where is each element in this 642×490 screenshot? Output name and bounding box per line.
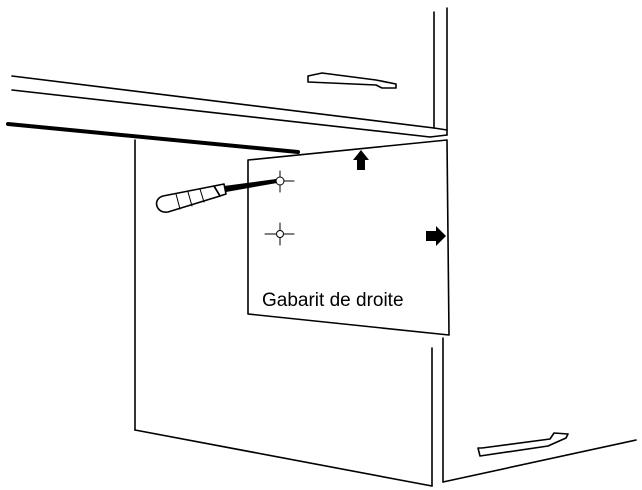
- lower-handle: [477, 432, 569, 457]
- arrow-right-icon: [426, 226, 446, 246]
- cabinet-side-panel: [134, 139, 637, 487]
- right-template-sheet: [247, 139, 450, 336]
- screwdriver-icon: [155, 179, 277, 213]
- crosshair-mark-bottom: [264, 222, 295, 246]
- arrow-up-icon: [353, 150, 369, 170]
- template-label: Gabarit de droite: [262, 290, 404, 311]
- upper-handle: [307, 72, 397, 89]
- upper-cabinet: [307, 7, 448, 136]
- countertop: [6, 75, 448, 154]
